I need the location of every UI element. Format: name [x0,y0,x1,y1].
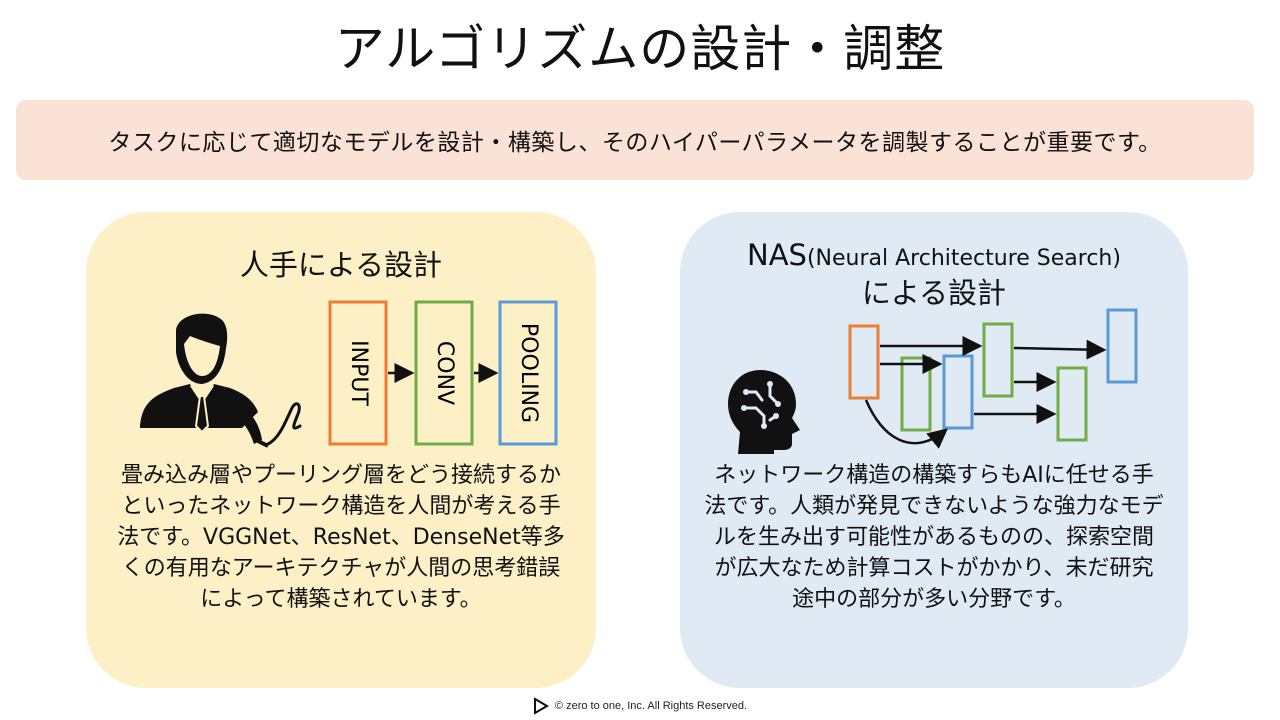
nas-title-main: NAS [747,238,807,272]
footer: © zero to one, Inc. All Rights Reserved. [0,697,1280,715]
copyright-text: © zero to one, Inc. All Rights Reserved. [554,699,748,712]
manual-description: 畳み込み層やプーリング層をどう接続するかといったネットワーク構造を人間が考える手… [117,463,565,612]
pooling-block [498,300,558,446]
nas-design-panel: NAS(Neural Architecture Search) による設計 [680,212,1188,688]
nas-title: NAS(Neural Architecture Search) [680,236,1188,278]
nas-network-diagram [848,308,1138,449]
conv-label: CONV [432,341,457,405]
manual-design-panel: 人手による設計 INPUT CONV POOLING 畳み込み層やプーリング層を… [86,212,596,688]
input-label: INPUT [346,340,371,406]
conv-block [414,300,474,446]
pooling-label: POOLING [516,323,541,423]
nas-title-paren: (Neural Architecture Search) [806,246,1121,271]
person-with-pen-icon [140,313,302,448]
ai-head-icon [728,370,800,454]
play-logo-icon [533,697,549,715]
manual-network-diagram: INPUT CONV POOLING [328,300,558,446]
input-block [328,300,388,446]
manual-title: 人手による設計 [239,248,443,282]
summary-text: タスクに応じて適切なモデルを設計・構築し、そのハイパーパラメータを調製することが… [108,130,1162,156]
summary-banner: タスクに応じて適切なモデルを設計・構築し、そのハイパーパラメータを調製することが… [16,100,1254,180]
page-title: アルゴリズムの設計・調整 [334,20,946,78]
nas-description: ネットワーク構造の構築すらもAIに任せる手法です。人類が発見できないような強力な… [704,463,1164,612]
nas-title-line2: による設計 [861,276,1007,310]
